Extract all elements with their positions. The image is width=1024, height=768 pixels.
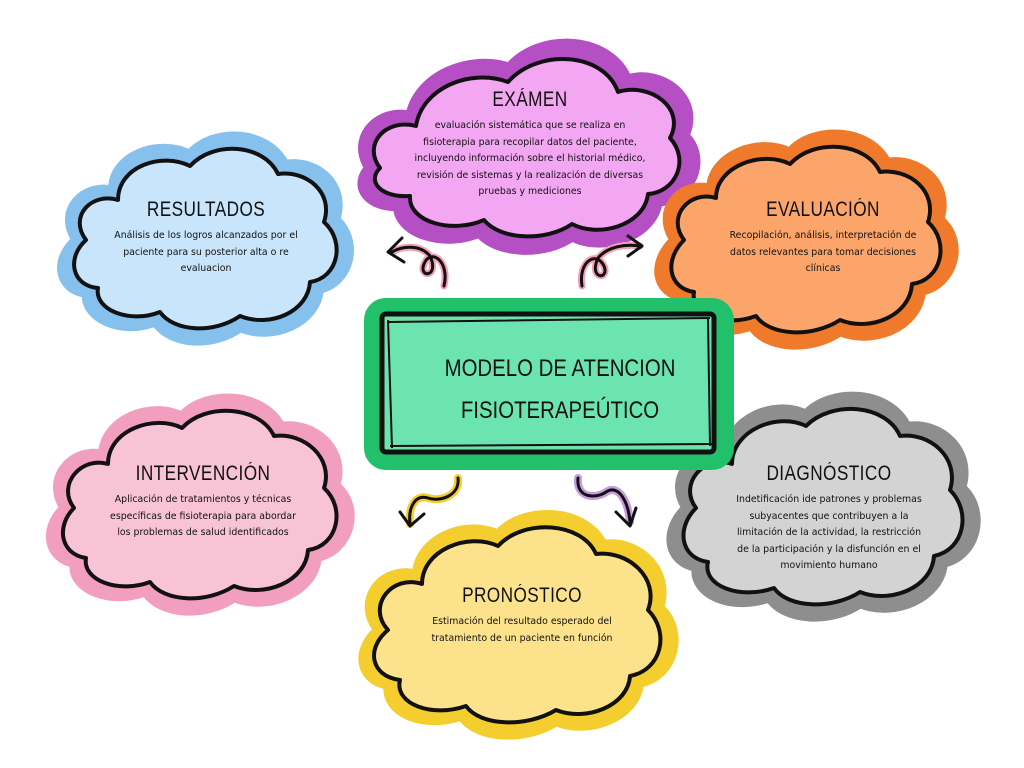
node-examen-body: evaluación sistemática que se realiza en… bbox=[414, 120, 646, 197]
node-intervencion: INTERVENCIÓN Aplicación de tratamientos … bbox=[102, 462, 304, 542]
center-box-sketch-line bbox=[387, 317, 713, 449]
arrow-to-diagnostico bbox=[573, 474, 638, 528]
center-title-line1: MODELO DE ATENCION bbox=[444, 355, 676, 382]
arrow-to-intervencion-line bbox=[408, 476, 460, 526]
arrow-to-diagnostico-line bbox=[576, 476, 632, 524]
node-evaluacion-body: Recopilación, análisis, interpretación d… bbox=[729, 230, 917, 274]
arrow-to-resultados bbox=[386, 236, 449, 290]
arrow-to-resultados-head bbox=[386, 236, 406, 264]
arrow-to-diagnostico-shadow bbox=[573, 474, 634, 526]
center-box bbox=[364, 298, 734, 470]
node-intervencion-body: Aplicación de tratamientos y técnicas es… bbox=[110, 494, 296, 538]
cloud-diagnostico bbox=[666, 391, 981, 622]
node-examen: EXÁMEN evaluación sistemática que se rea… bbox=[414, 88, 646, 201]
arrow-to-intervencion bbox=[398, 474, 463, 528]
cloud-intervencion-fill bbox=[61, 408, 339, 601]
cloud-examen bbox=[357, 38, 701, 255]
cloud-diagnostico-fill bbox=[681, 406, 965, 607]
node-evaluacion-title: EVALUACIÓN bbox=[766, 198, 880, 221]
node-resultados-body: Análisis de los logros alcanzados por el… bbox=[114, 230, 298, 274]
node-diagnostico: DIAGNÓSTICO Indetificación ide patrones … bbox=[734, 462, 924, 575]
arrow-to-intervencion-head bbox=[398, 510, 426, 528]
node-diagnostico-body: Indetificación ide patrones y problemas … bbox=[736, 494, 922, 571]
node-diagnostico-title: DIAGNÓSTICO bbox=[766, 462, 892, 485]
cloud-evaluacion bbox=[654, 129, 959, 350]
node-intervencion-title: INTERVENCIÓN bbox=[135, 462, 271, 485]
arrow-to-evaluacion-head bbox=[626, 234, 644, 258]
cloud-examen-fill bbox=[371, 57, 682, 239]
node-examen-title: EXÁMEN bbox=[492, 88, 568, 111]
node-pronostico: PRONÓSTICO Estimación del resultado espe… bbox=[426, 584, 618, 647]
arrow-to-diagnostico-head bbox=[614, 506, 638, 528]
center-title-line2: FISIOTERAPEÚTICO bbox=[460, 397, 660, 424]
cloud-intervencion bbox=[45, 393, 355, 616]
center-title: MODELO DE ATENCION FISIOTERAPEÚTICO bbox=[416, 348, 705, 432]
node-resultados: RESULTADOS Análisis de los logros alcanz… bbox=[108, 198, 304, 278]
arrow-to-resultados-shadow bbox=[388, 243, 449, 290]
node-pronostico-body: Estimación del resultado esperado del tr… bbox=[431, 616, 613, 644]
arrow-to-evaluacion bbox=[577, 234, 644, 290]
cloud-pronostico bbox=[358, 510, 679, 740]
node-pronostico-title: PRONÓSTICO bbox=[462, 584, 582, 607]
node-resultados-title: RESULTADOS bbox=[146, 198, 266, 221]
node-evaluacion: EVALUACIÓN Recopilación, análisis, inter… bbox=[720, 198, 926, 278]
cloud-pronostico-fill bbox=[372, 525, 663, 725]
arrow-to-evaluacion-shadow bbox=[577, 241, 644, 290]
cloud-resultados bbox=[57, 131, 354, 346]
cloud-resultados-fill bbox=[72, 146, 339, 331]
arrow-to-evaluacion-line bbox=[579, 243, 642, 288]
center-box-fill bbox=[379, 311, 717, 455]
arrow-to-resultados-line bbox=[390, 245, 447, 288]
